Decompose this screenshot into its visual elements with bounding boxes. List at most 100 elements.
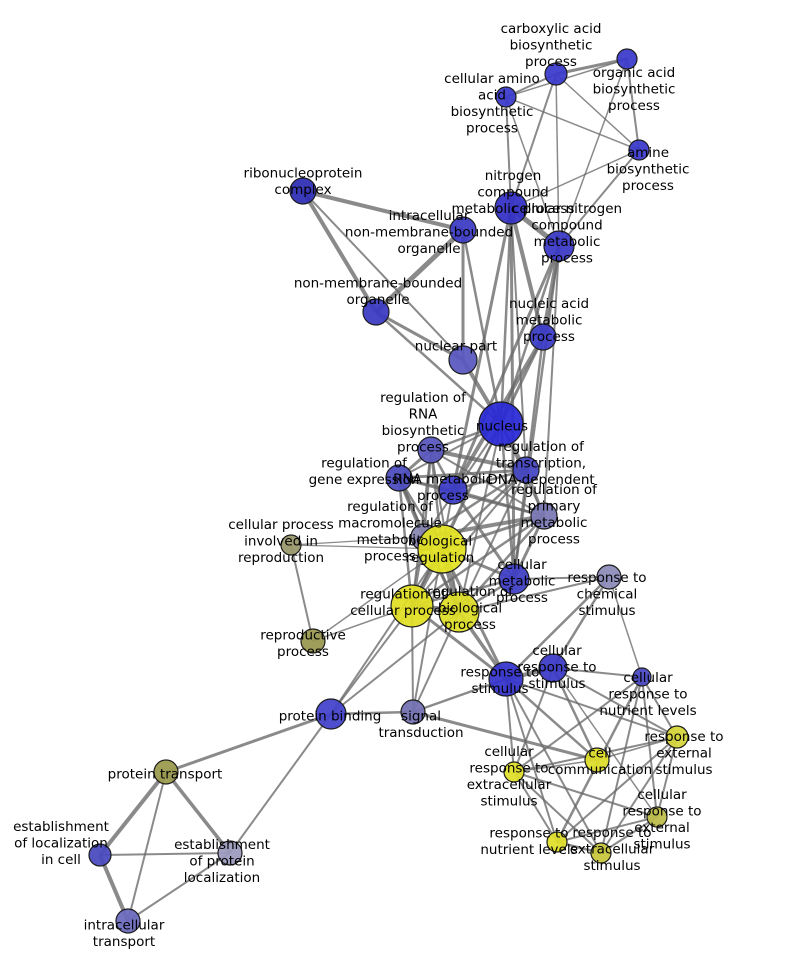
node-establishment-of-localization-in-cell[interactable] <box>88 843 112 867</box>
node-label-regulation-of-biological-process: process <box>444 617 496 633</box>
graph-edge <box>430 449 545 517</box>
graph-edge <box>290 544 314 642</box>
node-label-reproductive-process: reproductive <box>260 627 346 643</box>
node-label-cellular-amino-acid-biosynthetic-process: acid <box>478 87 506 103</box>
node-label-amine-biosynthetic-process: process <box>622 178 674 194</box>
node-regulation-of-primary-metabolic-process[interactable] <box>530 502 558 530</box>
node-label-intracellular-transport: transport <box>93 934 155 950</box>
node-nucleus[interactable] <box>478 401 524 447</box>
node-non-membrane-bounded-organelle[interactable] <box>362 298 390 326</box>
node-label-amine-biosynthetic-process: amine <box>627 145 669 161</box>
graph-edge <box>330 548 443 715</box>
node-label-cellular-metabolic-process: cellular <box>497 557 547 573</box>
node-label-regulation-of-macromolecule-metabolic-process: regulation of <box>347 499 434 515</box>
node-label-non-membrane-bounded-organelle: organelle <box>346 292 409 308</box>
graph-edge <box>600 736 678 854</box>
node-label-organic-acid-biosynthetic-process: biosynthetic <box>593 82 676 98</box>
node-label-regulation-of-rna-biosynthetic-process: RNA <box>409 406 438 422</box>
node-response-to-stimulus[interactable] <box>488 661 524 697</box>
graph-edge <box>505 678 678 738</box>
node-label-ribonucleoprotein-complex: ribonucleoprotein <box>244 165 363 181</box>
node-label-response-to-extracellular-stimulus: response to <box>572 825 651 841</box>
node-label-cellular-process-involved-in-reproduction: cellular process <box>228 517 334 533</box>
node-label-carboxylic-acid-biosynthetic-process: biosynthetic <box>510 38 593 54</box>
node-label-cellular-response-to-extracellular-stimulus: stimulus <box>480 793 537 809</box>
graph-edge <box>510 149 640 209</box>
node-cellular-metabolic-process[interactable] <box>498 563 530 595</box>
graph-edge <box>513 759 598 773</box>
node-intracellular-non-membrane-bounded-organelle[interactable] <box>449 216 477 244</box>
node-intracellular-transport[interactable] <box>115 908 141 934</box>
node-regulation-of-rna-biosynthetic-process[interactable] <box>417 436 445 464</box>
node-regulation-of-biological-process[interactable] <box>438 591 480 633</box>
graph-edge <box>458 423 502 613</box>
node-label-cellular-response-to-nutrient-levels: cellular <box>623 670 673 686</box>
node-cellular-response-to-stimulus[interactable] <box>538 653 568 683</box>
node-regulation-of-gene-expression[interactable] <box>385 464 413 492</box>
graph-edge <box>600 676 643 854</box>
node-label-nucleic-acid-metabolic-process: metabolic <box>516 313 583 329</box>
graph-edge <box>513 676 643 773</box>
graph-edge <box>452 488 545 518</box>
node-nitrogen-compound-metabolic-process[interactable] <box>494 191 528 225</box>
graph-edge <box>458 515 545 613</box>
node-rna-metabolic-process[interactable] <box>438 475 468 505</box>
node-label-regulation-of-biological-process: regulation of <box>427 584 514 600</box>
graph-edge <box>552 667 678 738</box>
node-label-cellular-response-to-stimulus: response to <box>517 660 596 676</box>
node-label-cellular-process-involved-in-reproduction: reproduction <box>238 550 324 566</box>
node-label-cellular-process-involved-in-reproduction: involved in <box>244 534 318 550</box>
graph-edge <box>451 207 513 491</box>
node-label-rna-metabolic-process: process <box>417 488 469 504</box>
node-response-to-nutrient-levels[interactable] <box>546 831 568 853</box>
node-regulation-of-cellular-process[interactable] <box>390 584 434 628</box>
node-biological-regulation[interactable] <box>417 524 467 574</box>
node-response-to-external-stimulus[interactable] <box>665 725 689 749</box>
graph-edge <box>513 576 610 580</box>
node-cellular-response-to-extracellular-stimulus[interactable] <box>503 761 525 783</box>
graph-edge <box>505 96 640 151</box>
node-label-regulation-of-primary-metabolic-process: primary <box>528 498 581 514</box>
node-amine-biosynthetic-process[interactable] <box>628 139 650 161</box>
node-label-biological-regulation: regulation <box>406 550 475 566</box>
node-cellular-amino-acid-biosynthetic-process[interactable] <box>495 86 517 108</box>
node-label-cellular-response-to-stimulus: stimulus <box>528 676 585 692</box>
node-ribonucleoprotein-complex[interactable] <box>289 177 317 205</box>
graph-edge <box>301 189 378 314</box>
graph-edge <box>229 713 332 854</box>
graph-edge <box>558 58 628 247</box>
node-cellular-response-to-nutrient-levels[interactable] <box>632 667 652 687</box>
graph-edge <box>600 816 658 854</box>
graph-edge <box>556 816 658 843</box>
node-response-to-chemical-stimulus[interactable] <box>596 564 622 590</box>
node-label-regulation-of-transcription-dna-dependent: DNA-dependent <box>487 472 594 488</box>
node-nucleic-acid-metabolic-process[interactable] <box>529 323 557 351</box>
node-label-establishment-of-localization-in-cell: of localization <box>14 836 108 852</box>
node-label-regulation-of-transcription-dna-dependent: transcription, <box>496 456 586 472</box>
graph-edge <box>164 770 232 855</box>
node-cell-communication[interactable] <box>584 747 610 773</box>
node-signal-transduction[interactable] <box>400 699 426 725</box>
node-nuclear-part[interactable] <box>448 345 478 375</box>
node-label-cellular-response-to-nutrient-levels: nutrient levels <box>599 703 696 719</box>
node-label-biological-regulation: biological <box>408 533 472 549</box>
node-establishment-of-protein-localization[interactable] <box>217 840 243 866</box>
node-organic-acid-biosynthetic-process[interactable] <box>616 48 638 70</box>
node-response-to-extracellular-stimulus[interactable] <box>590 842 612 864</box>
node-cellular-process-involved-in-reproduction[interactable] <box>280 534 302 556</box>
node-protein-transport[interactable] <box>153 759 179 785</box>
node-label-cellular-amino-acid-biosynthetic-process: cellular amino <box>444 71 540 87</box>
node-cellular-response-to-external-stimulus[interactable] <box>646 806 668 828</box>
node-label-reproductive-process: process <box>277 644 329 660</box>
node-carboxylic-acid-biosynthetic-process[interactable] <box>544 62 568 86</box>
node-label-nitrogen-compound-metabolic-process: nitrogen <box>485 168 542 184</box>
node-protein-binding[interactable] <box>315 698 347 730</box>
node-label-regulation-of-macromolecule-metabolic-process: metabolic <box>357 532 424 548</box>
node-cellular-nitrogen-compound-metabolic-process[interactable] <box>543 230 575 262</box>
graph-edge <box>505 576 610 680</box>
node-label-establishment-of-protein-localization: establishment <box>174 837 270 853</box>
node-label-nitrogen-compound-metabolic-process: metabolic process <box>452 201 575 217</box>
node-regulation-of-transcription-dna-dependent[interactable] <box>512 456 540 484</box>
node-reproductive-process[interactable] <box>300 628 326 654</box>
